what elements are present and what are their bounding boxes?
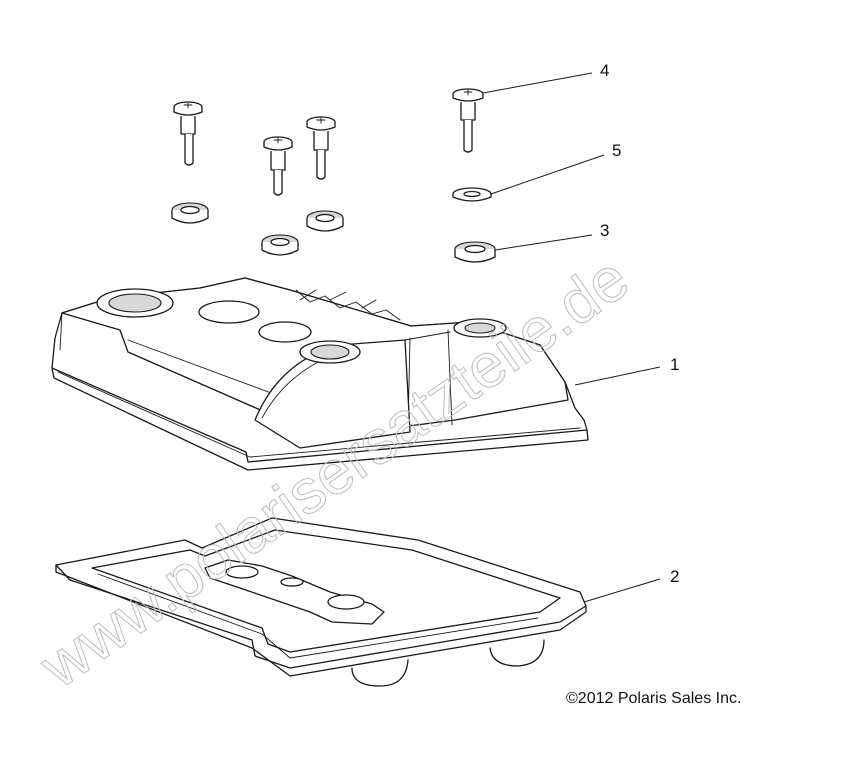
bolt-right <box>306 116 336 180</box>
leader-lines <box>482 72 661 603</box>
callout-2: 2 <box>670 567 680 586</box>
gasket-part-2 <box>55 517 587 687</box>
bolt-part-4 <box>452 88 484 153</box>
callout-1: 1 <box>670 355 680 374</box>
bolt-left <box>173 101 203 166</box>
grommet-left <box>171 202 209 224</box>
grommet-part-3 <box>454 241 496 263</box>
grommet-center <box>261 234 299 256</box>
bolt-center <box>263 136 293 196</box>
callout-3: 3 <box>600 221 610 240</box>
callout-5: 5 <box>612 141 622 160</box>
copyright-notice: ©2012 Polaris Sales Inc. <box>566 690 742 707</box>
washer-part-5 <box>452 187 492 202</box>
callout-4: 4 <box>600 61 610 80</box>
grommet-right <box>306 210 344 232</box>
valve-cover-part-1 <box>51 277 589 471</box>
